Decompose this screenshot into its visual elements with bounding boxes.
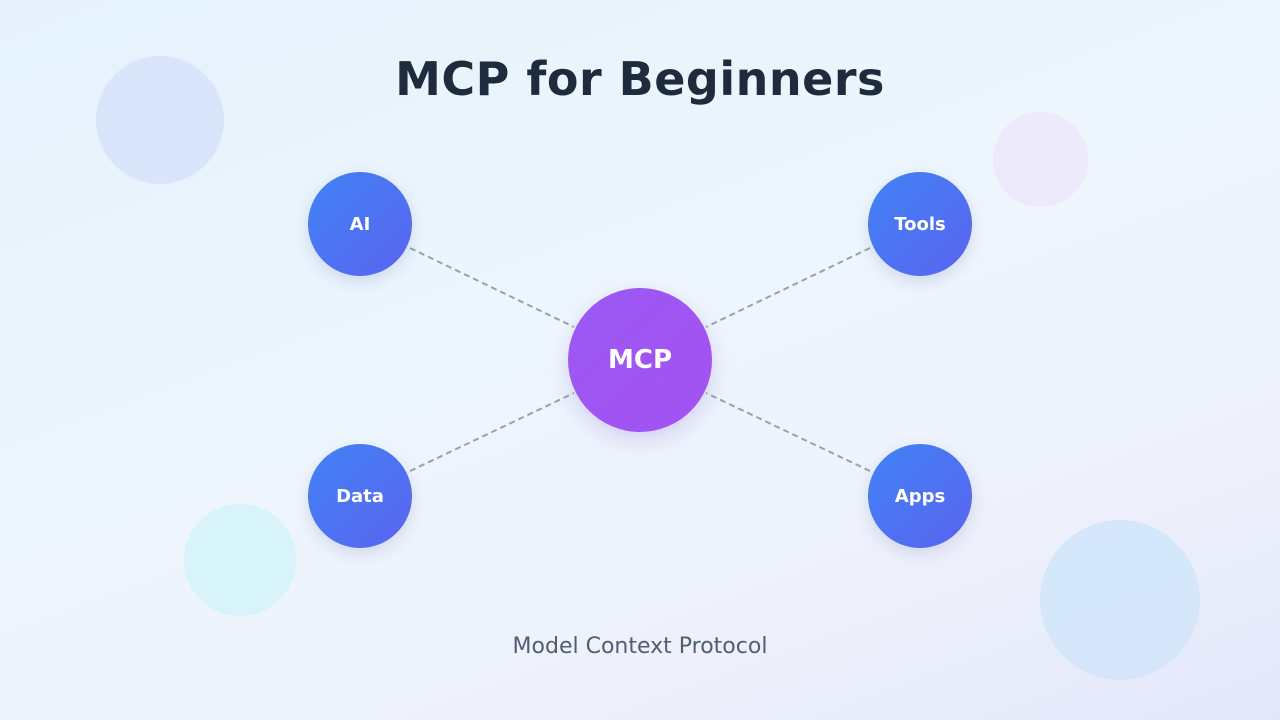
node-label: Data (336, 485, 384, 507)
node-mcp-center: MCP (568, 288, 712, 432)
connector-apps-mcp (705, 392, 871, 472)
page-title: MCP for Beginners (395, 52, 885, 106)
node-ai: AI (308, 172, 412, 276)
decorative-circle (1040, 520, 1200, 680)
connector-data-mcp (409, 392, 575, 472)
node-label: Tools (894, 213, 946, 235)
decorative-circle (96, 56, 224, 184)
node-label: AI (349, 213, 371, 235)
decorative-circle (184, 504, 296, 616)
node-data: Data (308, 444, 412, 548)
page-subtitle: Model Context Protocol (512, 634, 768, 659)
node-tools: Tools (868, 172, 972, 276)
decorative-circle (993, 112, 1088, 207)
node-apps: Apps (868, 444, 972, 548)
connector-ai-mcp (409, 247, 575, 328)
connector-tools-mcp (705, 247, 871, 328)
node-label: Apps (894, 485, 946, 507)
node-label: MCP (607, 345, 672, 375)
